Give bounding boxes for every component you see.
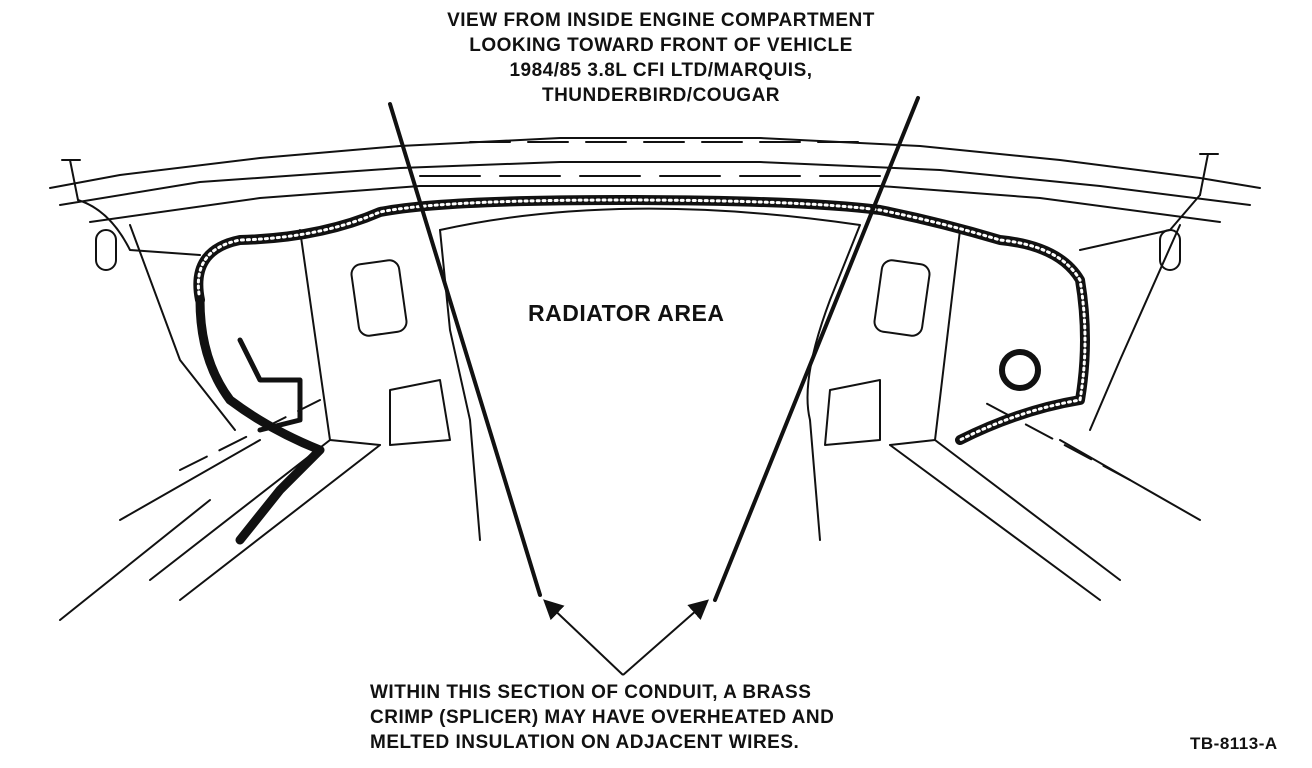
title-line: LOOKING TOWARD FRONT OF VEHICLE	[469, 35, 853, 56]
left-apron	[129, 224, 236, 431]
left-screw-icon	[61, 159, 81, 201]
right-apron	[1089, 224, 1181, 431]
right-connector-loop	[999, 349, 1041, 391]
right-inner-panel	[824, 379, 881, 446]
radiator-area-label: RADIATOR AREA	[528, 300, 725, 326]
left-apron-dash	[179, 399, 321, 471]
note-line: MELTED INSULATION ON ADJACENT WIRES.	[370, 732, 800, 753]
left-slot	[350, 259, 408, 337]
left-connector-cluster	[237, 337, 303, 433]
left-apron	[119, 439, 261, 521]
wiring-conduit	[195, 295, 325, 545]
upper-body-line	[49, 137, 1261, 189]
note-line: WITHIN THIS SECTION OF CONDUIT, A BRASS	[370, 682, 812, 703]
right-apron-dash	[979, 399, 1131, 481]
right-apron	[889, 444, 1101, 601]
upper-body-line	[59, 161, 1251, 206]
note-line: CRIMP (SPLICER) MAY HAVE OVERHEATED AND	[370, 707, 835, 728]
radiator-area-outline	[439, 207, 861, 541]
callout-note: WITHIN THIS SECTION OF CONDUIT, A BRASS …	[370, 680, 834, 755]
title-line: VIEW FROM INSIDE ENGINE COMPARTMENT	[447, 10, 875, 31]
wiring-conduit-ribs	[196, 198, 1087, 442]
right-slot	[873, 259, 931, 337]
left-apron	[179, 444, 381, 601]
figure-reference: TB-8113-A	[1190, 734, 1278, 753]
left-oval-slot	[95, 229, 117, 271]
left-apron	[59, 499, 211, 621]
right-ground-wire	[1079, 194, 1201, 251]
right-apron	[934, 439, 1121, 581]
right-pointer-line	[713, 96, 920, 602]
left-apron	[149, 439, 331, 581]
diagram-title: VIEW FROM INSIDE ENGINE COMPARTMENT LOOK…	[0, 8, 1312, 108]
title-line: 1984/85 3.8L CFI LTD/MARQUIS,	[509, 60, 813, 81]
left-callout-arrow	[543, 599, 624, 676]
left-pointer-line	[388, 102, 542, 597]
left-inner-panel	[389, 379, 451, 446]
title-line: THUNDERBIRD/COUGAR	[541, 85, 781, 106]
right-callout-arrow	[622, 599, 710, 676]
upper-body-line	[89, 185, 1221, 223]
right-screw-icon	[1199, 153, 1219, 196]
left-ground-wire	[77, 199, 201, 256]
